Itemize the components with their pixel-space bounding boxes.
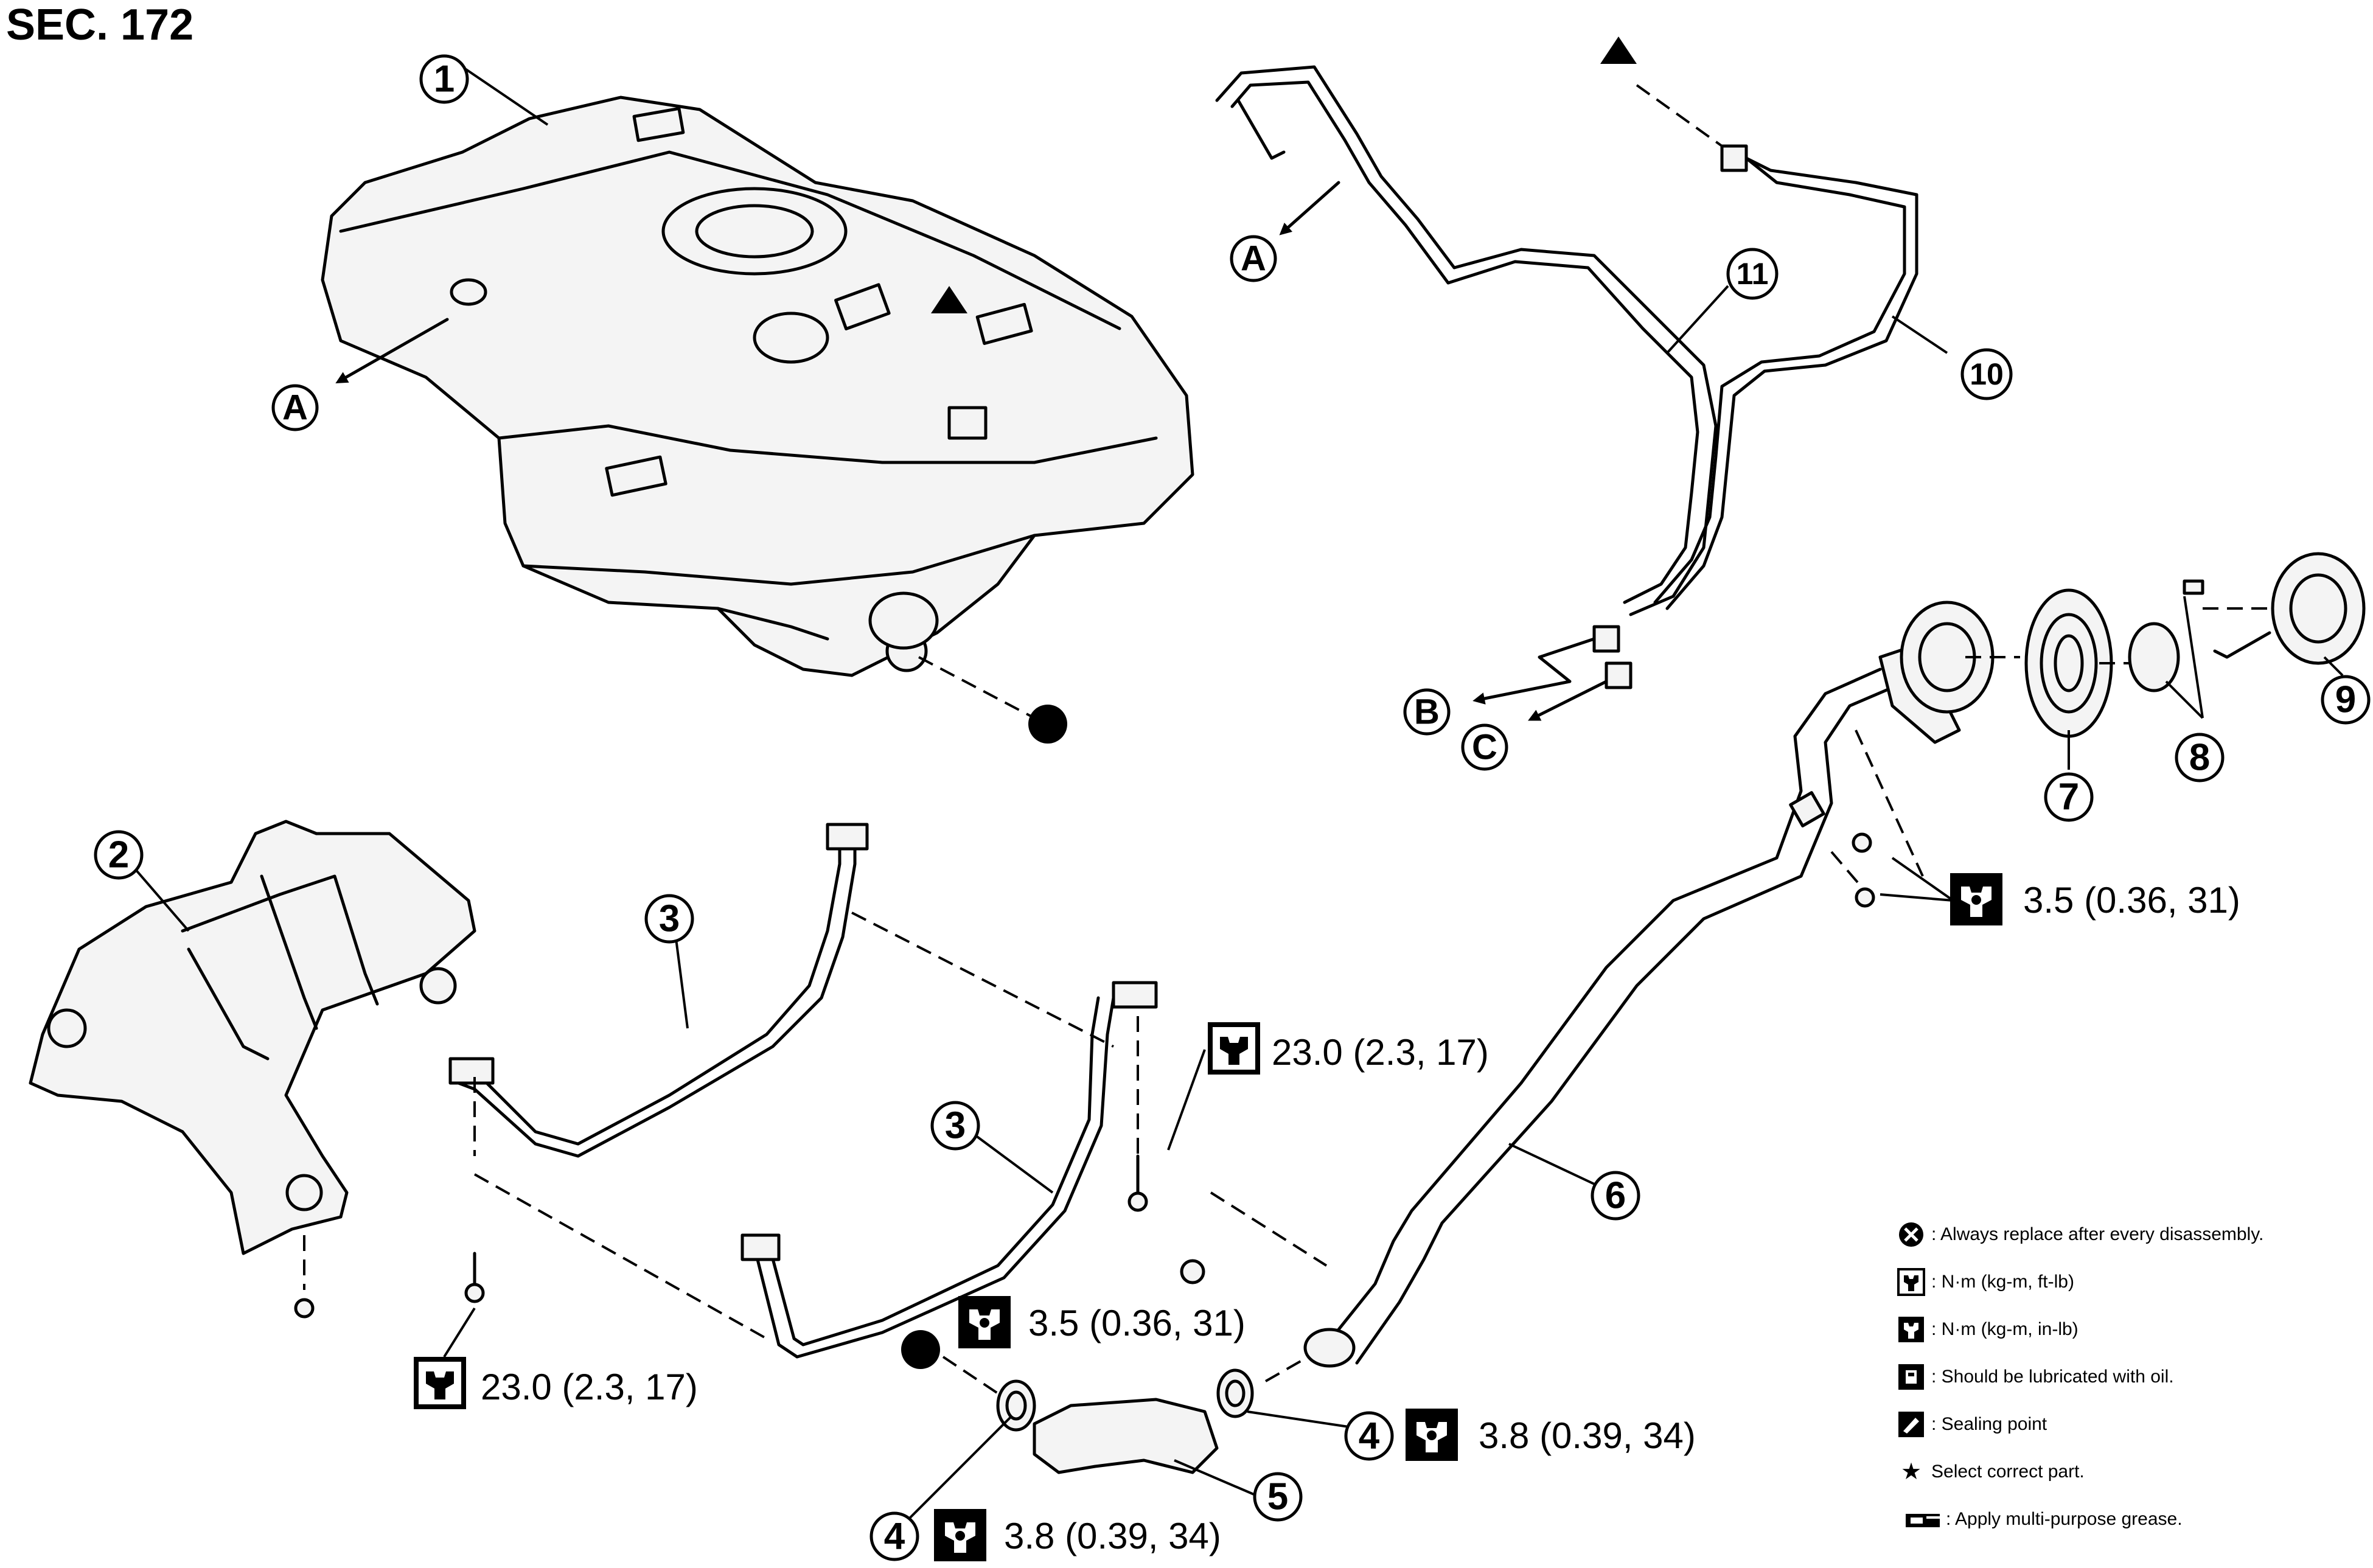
torque-spec-strap-left: 23.0 (2.3, 17) <box>414 1357 698 1409</box>
torque-spec-clamp-right: 3.8 (0.39, 34) <box>1406 1409 1696 1461</box>
section-title: SEC. 172 <box>6 1 194 49</box>
callout-3-lower: 3 <box>930 1101 980 1151</box>
svg-text:B: B <box>1414 692 1440 732</box>
svg-text:3.8 (0.39, 34): 3.8 (0.39, 34) <box>1479 1415 1696 1456</box>
callout-3-upper: 3 <box>644 894 694 944</box>
hose-clamp-left <box>996 1379 1036 1432</box>
svg-text:23.0 (2.3, 17): 23.0 (2.3, 17) <box>1272 1032 1489 1073</box>
fuel-tank <box>321 96 1194 677</box>
grease-icon <box>1906 1514 1940 1527</box>
oil-lubricate-icon <box>1898 1364 1924 1390</box>
reference-b: B <box>1403 688 1451 736</box>
svg-text:4: 4 <box>1359 1415 1380 1457</box>
legend-text: : Apply multi-purpose grease. <box>1946 1509 2183 1529</box>
legend-text: : Sealing point <box>1931 1414 2047 1434</box>
svg-text:8: 8 <box>2189 737 2210 779</box>
svg-text:A: A <box>1241 239 1266 279</box>
heat-shield <box>29 820 476 1319</box>
callout-4-right: 4 <box>1344 1411 1394 1461</box>
sealing-point-icon <box>1898 1412 1924 1437</box>
callout-6: 6 <box>1591 1171 1640 1221</box>
filler-neck <box>1878 601 1995 744</box>
callout-7: 7 <box>2044 772 2094 822</box>
legend-text: : N·m (kg-m, ft-lb) <box>1931 1272 2074 1292</box>
fuel-cap <box>2213 552 2366 665</box>
svg-text:6: 6 <box>1605 1175 1626 1217</box>
tube-connector-b <box>1592 625 1633 689</box>
callout-4-left: 4 <box>869 1511 919 1561</box>
fuel-tank-strap-lower <box>740 981 1158 1359</box>
legend-item: : Always replace after every disassembly… <box>1897 1211 2360 1258</box>
strap-bolt-left <box>464 1252 485 1303</box>
torque-spec-strap-nut: 3.5 (0.36, 31) <box>958 1296 1246 1348</box>
svg-text:7: 7 <box>2058 776 2079 818</box>
callout-2: 2 <box>94 830 144 880</box>
svg-text:3.5 (0.36, 31): 3.5 (0.36, 31) <box>1028 1303 1246 1343</box>
svg-text:3: 3 <box>945 1105 966 1147</box>
reference-a-tank: A <box>271 384 319 431</box>
legend-text: : N·m (kg-m, in-lb) <box>1931 1319 2079 1339</box>
evap-tube-11 <box>1215 65 1718 616</box>
svg-text:4: 4 <box>884 1516 905 1558</box>
filler-gasket <box>2024 588 2113 738</box>
legend-item: : Apply multi-purpose grease. <box>1897 1496 2360 1543</box>
strap-bolt-right <box>1127 1154 1148 1212</box>
legend-item: ★ Select correct part. <box>1897 1448 2360 1496</box>
legend-item: : N·m (kg-m, ft-lb) <box>1897 1258 2360 1306</box>
fuel-filler-tube <box>1303 667 1894 1368</box>
callout-9: 9 <box>2321 675 2371 725</box>
callout-8: 8 <box>2175 733 2225 782</box>
torque-ftlb-icon <box>1897 1268 1925 1296</box>
legend-text: : Always replace after every disassembly… <box>1931 1224 2264 1244</box>
svg-text:A: A <box>282 388 308 428</box>
fuel-tank-strap-upper <box>448 823 869 1158</box>
legend-item: : Sealing point <box>1897 1401 2360 1448</box>
always-replace-icon <box>1899 1222 1923 1247</box>
svg-text:5: 5 <box>1267 1476 1288 1518</box>
hose-clamp-right <box>1216 1368 1254 1418</box>
legend-item: : N·m (kg-m, in-lb) <box>1897 1306 2360 1353</box>
callout-1: 1 <box>419 54 469 104</box>
legend-text: : Should be lubricated with oil. <box>1931 1367 2174 1387</box>
svg-text:3: 3 <box>659 898 680 940</box>
callout-11: 11 <box>1726 248 1779 300</box>
callout-10: 10 <box>1960 348 2013 400</box>
torque-spec-strap-right: 23.0 (2.3, 17) <box>1208 1022 1489 1075</box>
svg-text:9: 9 <box>2335 679 2356 721</box>
svg-text:C: C <box>1472 728 1497 767</box>
torque-spec-filler-bolts: 3.5 (0.36, 31) <box>1950 873 2240 925</box>
svg-text:10: 10 <box>1970 357 2004 391</box>
legend-item: : Should be lubricated with oil. <box>1897 1353 2360 1401</box>
torque-spec-clamp-left: 3.8 (0.39, 34) <box>934 1509 1221 1561</box>
svg-text:2: 2 <box>108 834 129 876</box>
svg-text:1: 1 <box>434 58 455 100</box>
legend-text: Select correct part. <box>1931 1462 2085 1482</box>
reference-a-tube: A <box>1230 235 1277 282</box>
svg-text:23.0 (2.3, 17): 23.0 (2.3, 17) <box>481 1367 698 1407</box>
torque-inlb-icon <box>1898 1317 1924 1342</box>
symbol-legend: : Always replace after every disassembly… <box>1897 1211 2360 1543</box>
callout-5: 5 <box>1253 1472 1303 1522</box>
svg-text:11: 11 <box>1737 257 1769 291</box>
svg-text:3.5 (0.36, 31): 3.5 (0.36, 31) <box>2023 880 2240 921</box>
reference-c: C <box>1461 723 1508 771</box>
filler-lid-clip <box>2128 579 2204 692</box>
filler-hose <box>1033 1398 1219 1474</box>
svg-text:3.8 (0.39, 34): 3.8 (0.39, 34) <box>1004 1516 1221 1556</box>
evap-tube-10 <box>1653 144 1918 610</box>
star-icon: ★ <box>1900 1459 1922 1485</box>
